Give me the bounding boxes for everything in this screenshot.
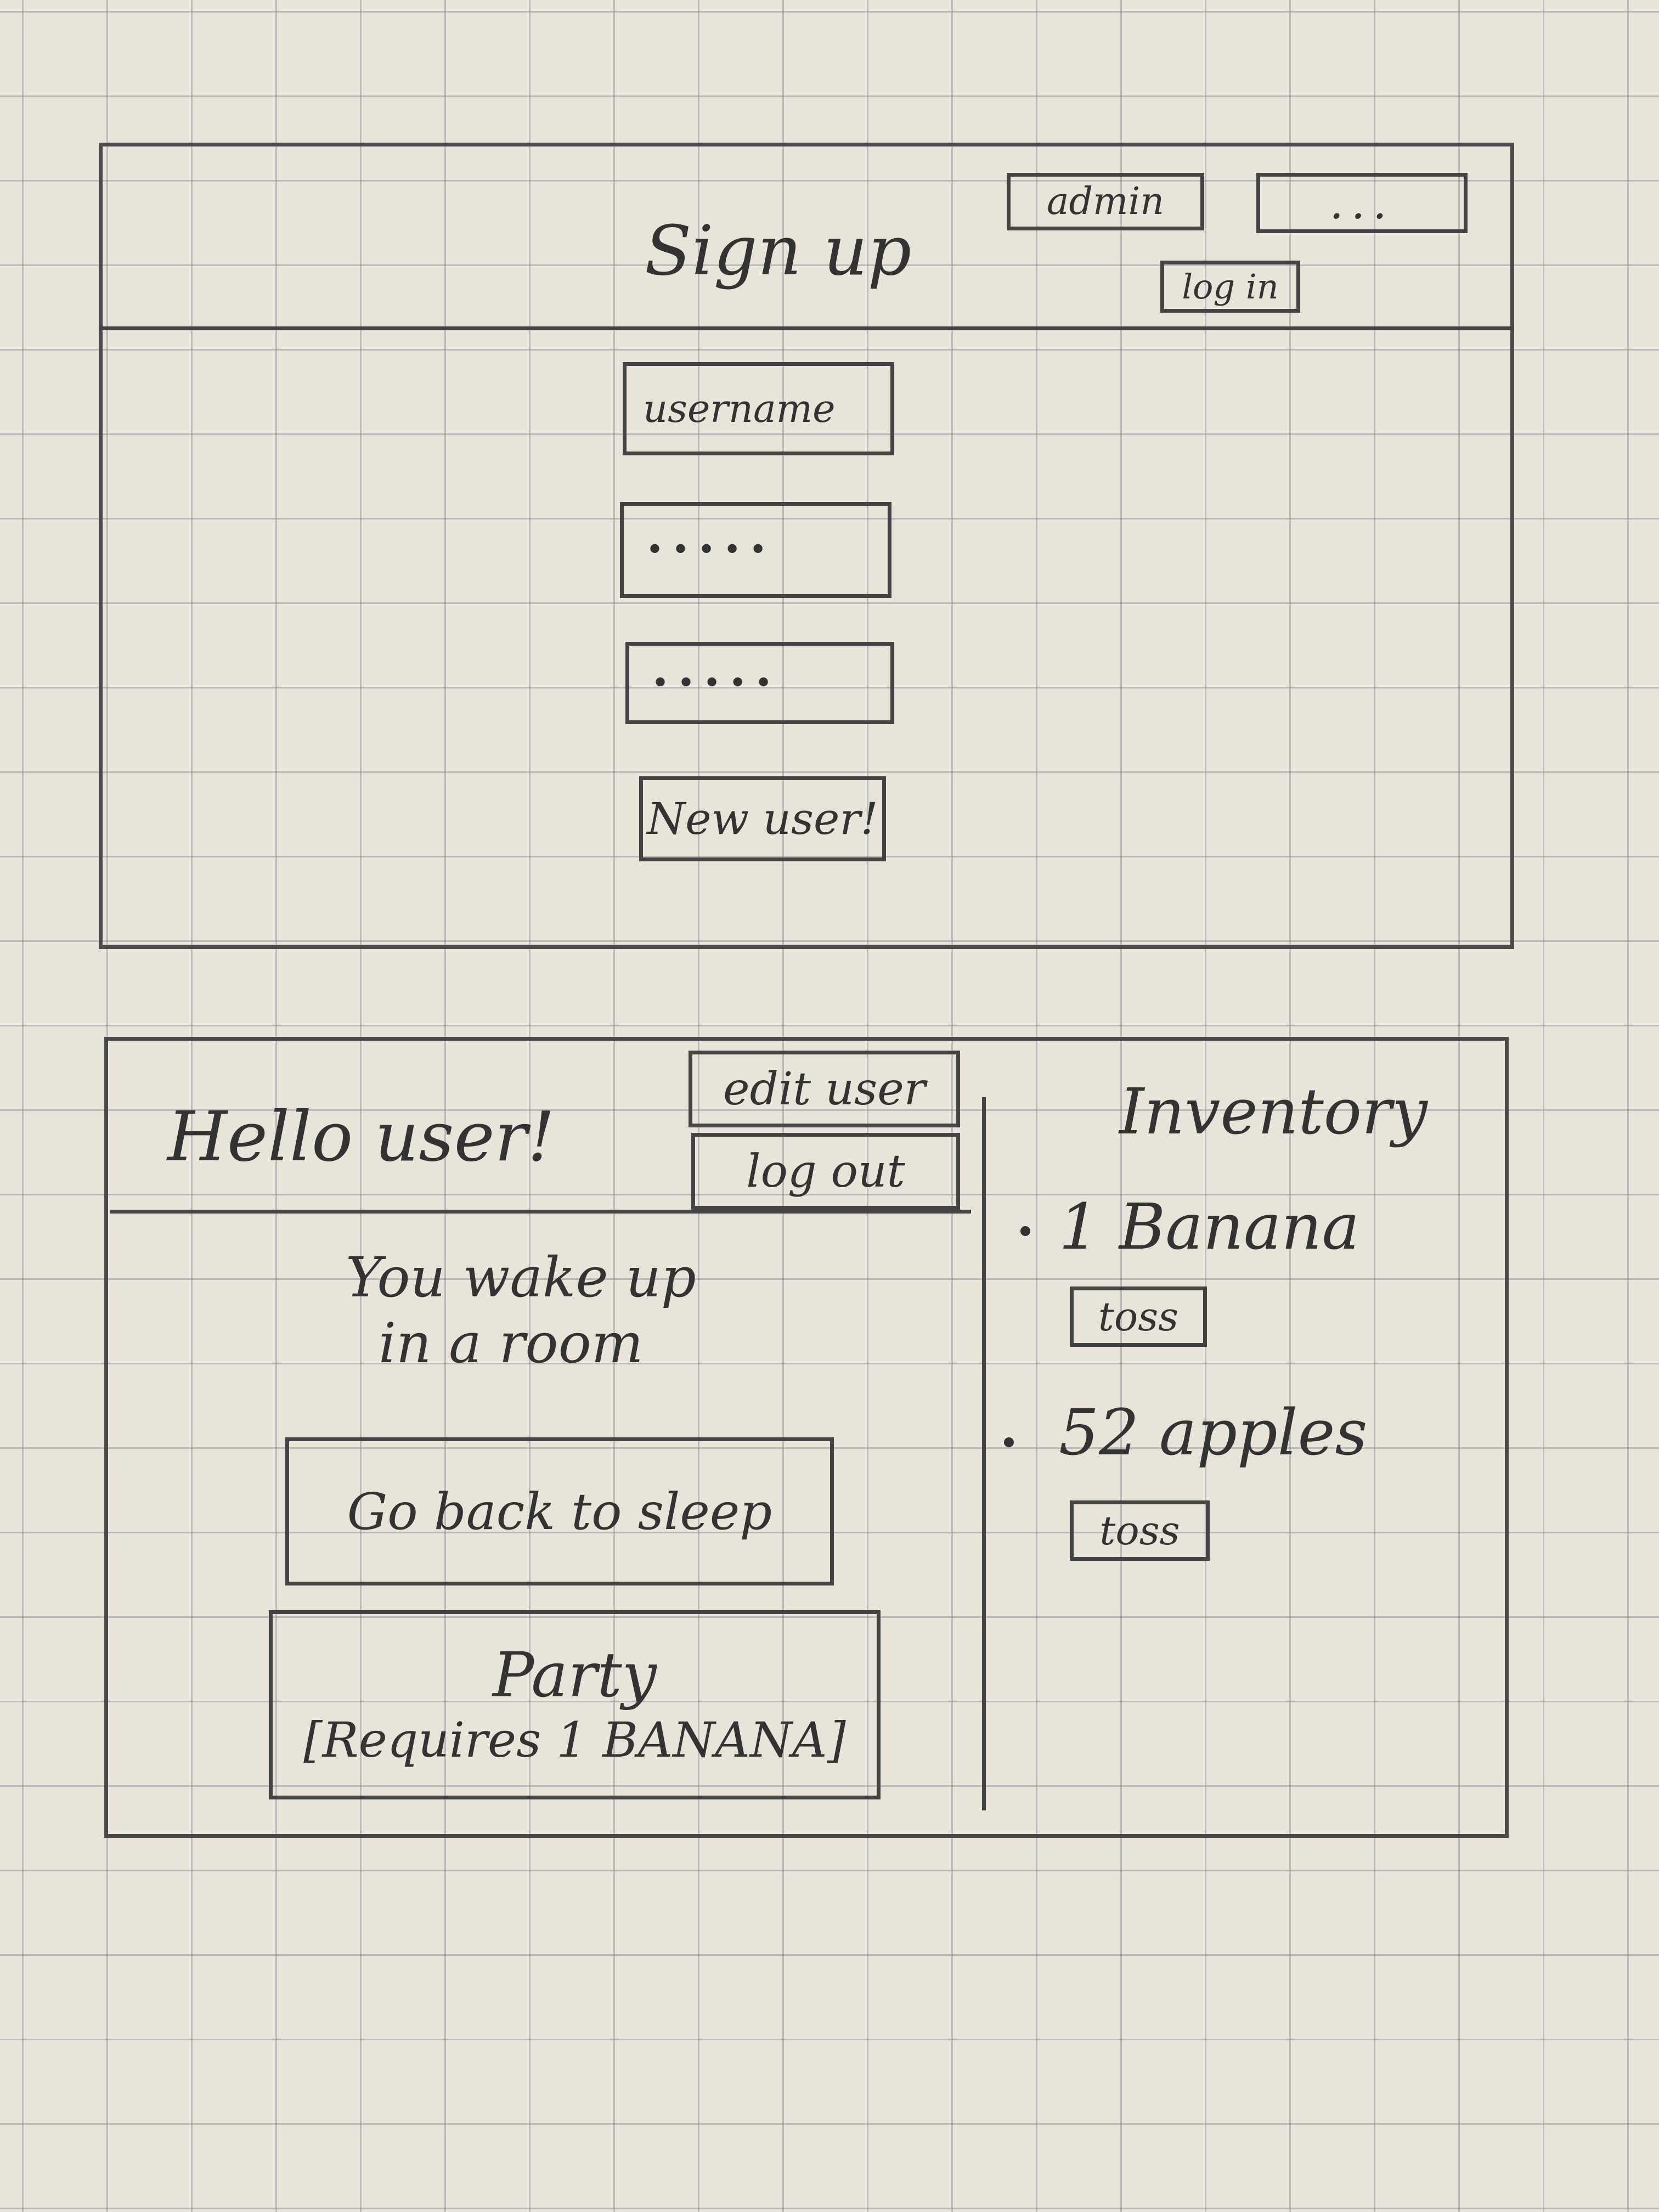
password-field[interactable]: ••••• [620, 502, 891, 598]
inventory-title: Inventory [1119, 1075, 1427, 1149]
admin-username-field[interactable]: admin [1007, 173, 1204, 230]
go-back-to-sleep-button[interactable]: Go back to sleep [285, 1437, 834, 1585]
toss-banana-button[interactable]: toss [1070, 1286, 1207, 1347]
signup-window [99, 143, 1514, 949]
inventory-bullet [1004, 1437, 1014, 1447]
admin-password-field[interactable]: ... [1256, 173, 1468, 233]
inventory-item-banana: 1 Banana [1059, 1190, 1360, 1264]
confirm-password-field[interactable]: ••••• [625, 642, 894, 724]
edit-user-button[interactable]: edit user [689, 1051, 960, 1127]
inventory-item-apples: 52 apples [1059, 1396, 1368, 1470]
signup-header-divider [99, 326, 1514, 330]
party-button[interactable]: Party [Requires 1 BANANA] [269, 1610, 881, 1799]
story-text-line-1: You wake up [346, 1245, 696, 1310]
game-window [104, 1037, 1509, 1838]
inventory-bullet [1020, 1226, 1030, 1236]
story-text-line-2: in a room [379, 1311, 644, 1375]
greeting-header-divider [110, 1210, 971, 1214]
toss-apples-button[interactable]: toss [1070, 1500, 1210, 1561]
greeting: Hello user! [167, 1097, 555, 1177]
login-button[interactable]: log in [1160, 261, 1300, 313]
new-user-button[interactable]: New user! [639, 776, 886, 861]
username-field[interactable]: username [623, 362, 894, 455]
page-title: Sign up [645, 211, 912, 291]
panel-divider [982, 1097, 986, 1810]
log-out-button[interactable]: log out [691, 1133, 960, 1210]
